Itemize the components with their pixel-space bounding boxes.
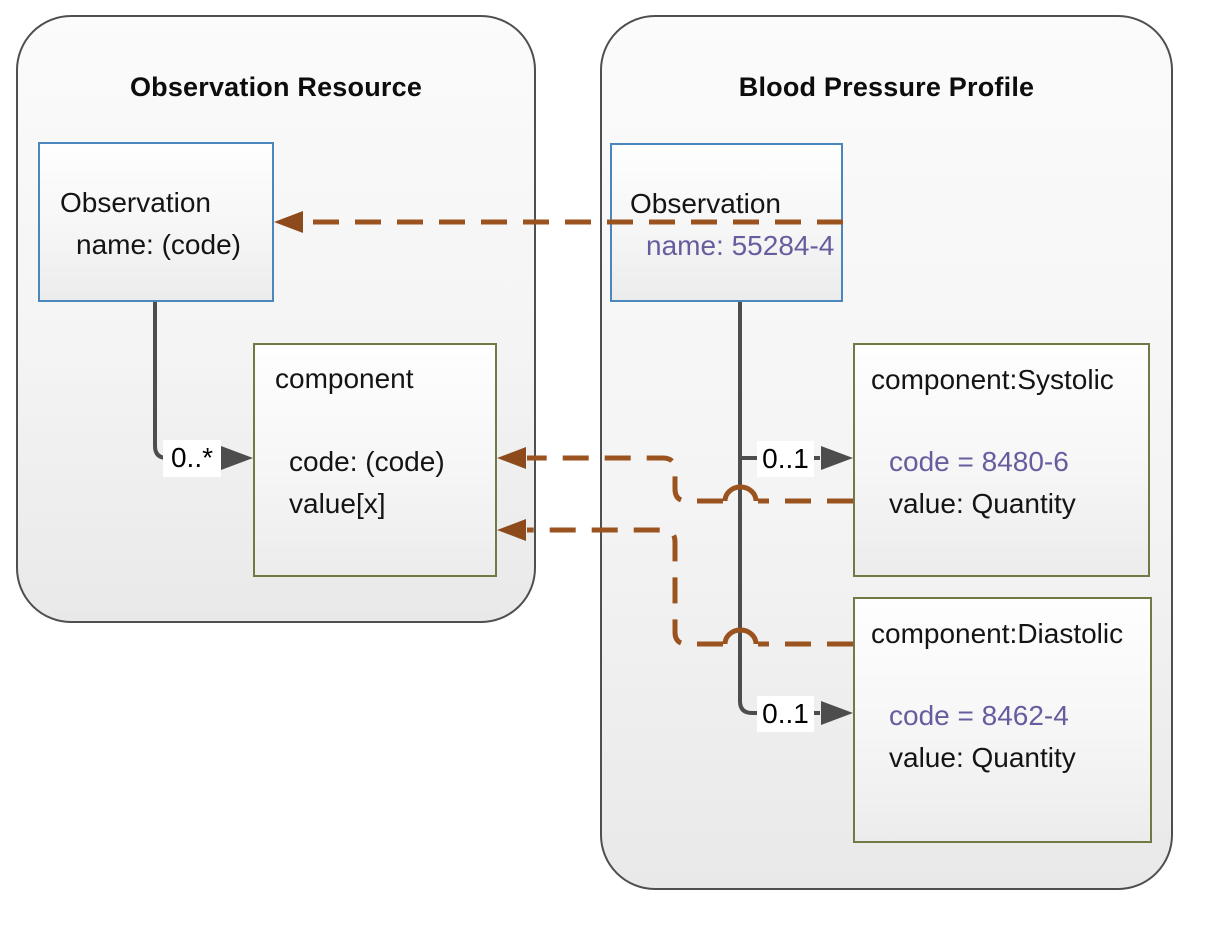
component-class-box: component code: (code) value[x] (253, 343, 497, 577)
component-class-name: component (275, 363, 414, 394)
observation-resource-panel-title: Observation Resource (129, 72, 423, 102)
component-diastolic-code: code = 8462-4 (889, 700, 1069, 731)
profile-observation-name: Observation (630, 188, 781, 219)
diastolic-multiplicity-label: 0..1 (757, 696, 814, 732)
profile-observation-fixed-name: name: 55284-4 (646, 230, 835, 261)
observation-class-attribute: name: (code) (76, 229, 241, 260)
component-diastolic-name: component:Diastolic (871, 618, 1124, 649)
component-systolic-value: value: Quantity (889, 488, 1076, 519)
blood-pressure-profile-panel-title: Blood Pressure Profile (738, 72, 1035, 102)
component-systolic-name: component:Systolic (871, 364, 1114, 395)
component-code-attribute: code: (code) (289, 446, 445, 477)
observation-class-name: Observation (60, 187, 211, 218)
component-diastolic-value: value: Quantity (889, 742, 1076, 773)
profile-observation-box: Observation name: 55284-4 (610, 143, 843, 302)
systolic-multiplicity-label: 0..1 (757, 441, 814, 477)
component-value-attribute: value[x] (289, 488, 386, 519)
component-diastolic-box: component:Diastolic code = 8462-4 value:… (853, 597, 1152, 843)
component-systolic-code: code = 8480-6 (889, 446, 1069, 477)
component-multiplicity-label: 0..* (163, 440, 221, 477)
observation-class-box: Observation name: (code) (38, 142, 274, 302)
component-systolic-box: component:Systolic code = 8480-6 value: … (853, 343, 1150, 577)
